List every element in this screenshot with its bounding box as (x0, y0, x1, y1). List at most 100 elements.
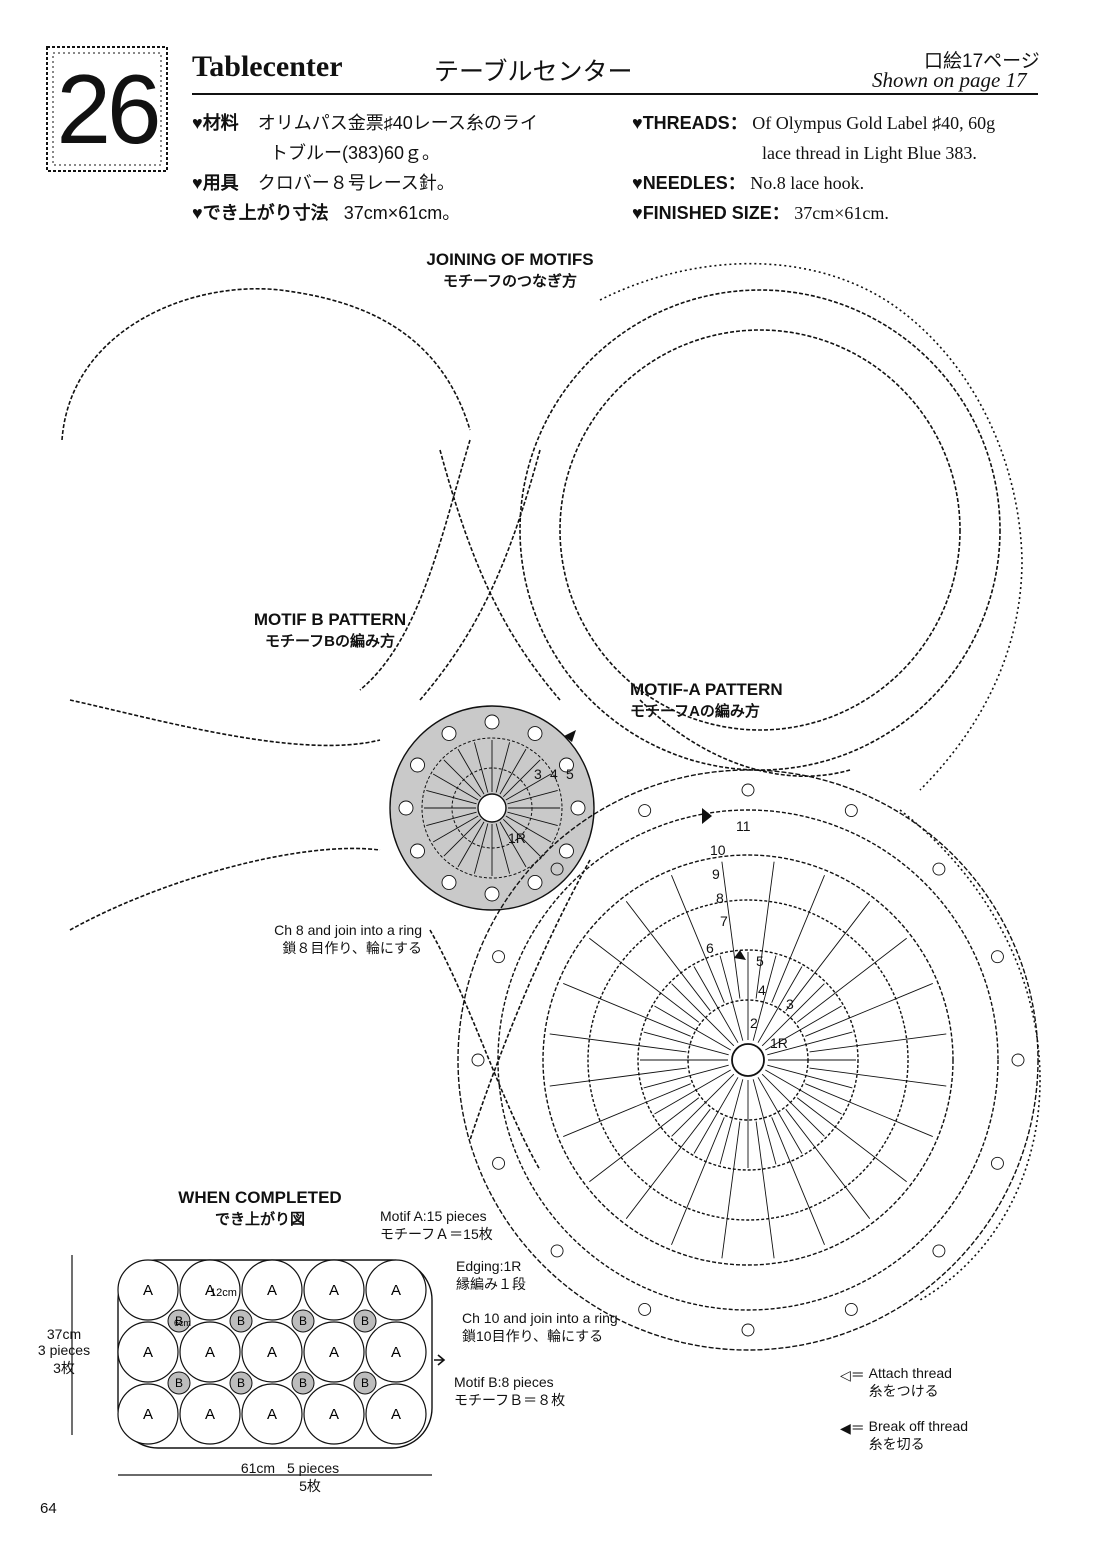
motif-a-picot (844, 804, 858, 818)
motif-b-petal (484, 886, 500, 902)
motif-b-stitch-spoke (473, 823, 489, 874)
motif-a-picot (638, 804, 652, 818)
motif-a-stitch-spoke (757, 966, 803, 1043)
motif-a-picot (932, 1244, 946, 1258)
materials-line1: オリムパス金票♯40レース糸のライ (257, 113, 538, 133)
header-rule (192, 93, 1038, 95)
motif-a-stitch-spoke (809, 1067, 947, 1087)
needles-label: ♥NEEDLES： (632, 173, 746, 193)
ch8-note: Ch 8 and join into a ring 鎖８目作り、輪にする (222, 922, 422, 958)
motif-a-picot (932, 862, 946, 876)
pattern-number-badge: 26 (44, 44, 170, 174)
edging-en: Edging:1R (456, 1258, 522, 1274)
motif-b-stitch-spoke (426, 789, 477, 805)
finished-size-value: 37cm×61cm. (794, 203, 889, 223)
materials-line2: トブルー(383)60ｇ。 (270, 143, 441, 163)
motif-b-count-jp: モチーフＢ＝８枚 (454, 1392, 566, 1408)
motif-b-stitch-spoke (499, 748, 527, 795)
completed-motif-b (353, 1309, 377, 1333)
completed-motif-b (353, 1371, 377, 1395)
motif-a-picot (741, 1323, 755, 1337)
completed-motif-a (179, 1321, 241, 1383)
badge-border-ornament (46, 46, 168, 172)
motif-a-spokes (471, 783, 1025, 1337)
motif-a-picot (990, 1156, 1004, 1170)
motif-a-picot (492, 1156, 506, 1170)
completed-motif-a-letter: A (329, 1282, 339, 1299)
completed-motif-a (241, 1383, 303, 1445)
page-title-jp: テーブルセンター (434, 58, 633, 86)
motif-a-stitch-spoke (563, 1083, 691, 1137)
motif-b-stitch-spoke (507, 789, 558, 805)
completed-motif-b (229, 1371, 253, 1395)
completed-motif-a-letter: A (329, 1344, 339, 1361)
motif-a-stitch-spoke (625, 901, 711, 1012)
completed-motif-a (117, 1383, 179, 1445)
completed-motif-a (179, 1383, 241, 1445)
motif-a-stitch-spoke (654, 1069, 731, 1115)
motif-a-stitch-spoke (654, 1005, 731, 1051)
motif-b-stitch-spoke (507, 811, 558, 827)
motif-b-stitch-spoke (473, 742, 489, 793)
completed-motif-a (365, 1383, 427, 1445)
ch8-note-en: Ch 8 and join into a ring (274, 922, 422, 938)
completed-motif-b (291, 1309, 315, 1333)
page-title-en: Tablecenter (192, 50, 343, 83)
motif-a-stitch-spoke (693, 1077, 739, 1154)
ch10-note-jp: 鎖10目作り、輪にする (462, 1328, 604, 1344)
motif-a-picot (471, 1053, 485, 1067)
motif-a-stitch-spoke (625, 1108, 711, 1219)
legend-break: ◀＝ Break off thread 糸を切る (840, 1418, 1040, 1454)
attach-legend-eq: ＝ (850, 1367, 865, 1383)
completed-motif-a-letter: A (143, 1282, 153, 1299)
completed-motif-a-letter: A (143, 1344, 153, 1361)
motif-b-stitch-spoke (502, 818, 541, 857)
completed-motif-a-letter: A (205, 1406, 215, 1423)
completed-motif-b-letter: B (299, 1376, 307, 1390)
motif-b-stitch-spoke (505, 815, 552, 843)
right-edging (599, 262, 1041, 1301)
motif-a-stitch-spoke (757, 1077, 803, 1154)
threads-line2: lace thread in Light Blue 383. (762, 143, 977, 163)
motif-a-pattern-detail (457, 769, 1039, 1351)
size-value-jp: 37cm×61cm。 (343, 203, 461, 223)
motif-b-stitch-spoke (432, 815, 479, 843)
motif-a-stitch-spoke (752, 955, 777, 1041)
joining-label-jp: モチーフのつなぎ方 (442, 273, 578, 290)
completed-motif-a (117, 1321, 179, 1383)
completed-motif-a-letter: A (205, 1282, 215, 1299)
completed-motif-a (303, 1321, 365, 1383)
joining-label: JOINING OF MOTIFS モチーフのつなぎ方 (380, 250, 640, 291)
motif-a-picot (741, 783, 755, 797)
completed-motif-a-letter: A (267, 1282, 277, 1299)
page-reference-jp: 口絵17ページ (924, 51, 1040, 72)
motif-a-stitch-spoke (767, 1031, 853, 1056)
motif-a-stitch-spoke (721, 861, 741, 999)
motif-a-stitch-spoke (785, 901, 871, 1012)
motif-a-stitch-spoke (563, 983, 691, 1037)
joining-chains (419, 449, 851, 1171)
page-reference-en: Shown on page 17 (872, 68, 1027, 92)
completed-label: WHEN COMPLETED でき上がり図 (160, 1188, 360, 1229)
width-pieces-en: 5 pieces (286, 1460, 340, 1476)
motif-b-petal (559, 843, 574, 859)
motif-a-picot (990, 950, 1004, 964)
width-pieces-jp: 5枚 (299, 1478, 321, 1494)
legend-attach-en: Attach thread (868, 1365, 952, 1381)
motif-a-stitch-spoke (671, 983, 735, 1047)
specs-jp: ♥材料 オリムパス金票♯40レース糸のライ トブルー(383)60ｇ。 ♥用具 … (192, 108, 612, 228)
motif-a-stitch-spoke (589, 1097, 700, 1183)
motif-a-stitch-spoke (671, 875, 725, 1003)
motif-a-picot (1011, 1053, 1025, 1067)
motif-b-petal (527, 875, 543, 890)
motif-a-picot (492, 950, 506, 964)
motif-a-stitch-spoke (752, 1079, 777, 1165)
motif-b-stitch-spoke (443, 759, 482, 798)
ch10-note: Ch 10 and join into a ring 鎖10目作り、輪にする (462, 1310, 662, 1346)
motif-a-stitch-spoke (761, 983, 825, 1047)
motif-a-picot (550, 1244, 564, 1258)
motif-a-top-right (519, 289, 1001, 771)
specs-en: ♥THREADS： Of Olympus Gold Label ♯40, 60g… (632, 108, 1062, 228)
